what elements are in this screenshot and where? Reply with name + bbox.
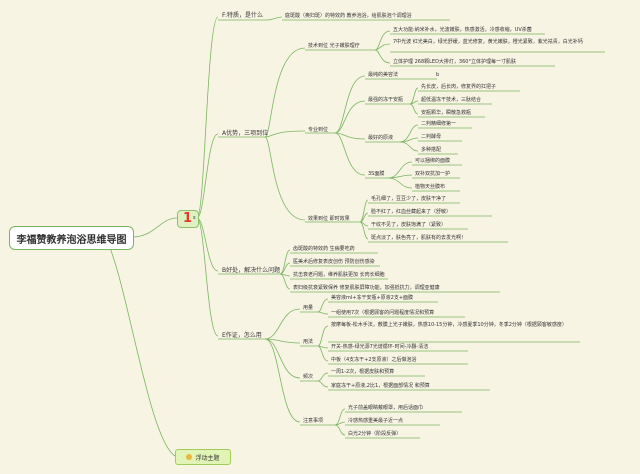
b-item-4[interactable]: 表妇级抗衰紧致保养 修复肌肤屏障功能，加强抵抗力，调理亚健康 — [293, 285, 440, 291]
pro-g2-label[interactable]: 最强的冻干安瓶 — [368, 97, 404, 103]
pro-g3-label[interactable]: 最好的原液 — [368, 135, 394, 141]
method-item-3[interactable]: 中板（4支冻干+2支原液）之后做泡浴 — [331, 357, 417, 363]
hub-suffix: s — [193, 215, 196, 221]
b-item-2[interactable]: 医美术后修复表皮创伤 预防创伤感染 — [293, 259, 375, 265]
freq-item-1[interactable]: 一周1-2次，根据皮肤和预算 — [331, 369, 395, 375]
pro-g1-label[interactable]: 最纯的美容法 — [368, 72, 399, 78]
freq-item-2[interactable]: 家庭冻干+原液,2比1，根据面部情况 和预算 — [331, 383, 430, 389]
floating-topic[interactable]: 浮动主题 — [175, 449, 231, 465]
pro-g2-item-3[interactable]: 安瓶颗华，瞬散急救瓶 — [421, 110, 472, 116]
branch-f-label[interactable]: F:特质，是什么 — [222, 12, 264, 19]
root-topic-label: 李福赞教养泡浴思维导图 — [16, 234, 127, 246]
pro-g2-item-1[interactable]: 先长皮，后长肉，修复界的扛把子 — [421, 84, 497, 90]
usage-item-1[interactable]: 美容液ml+冻干安瓶+原液2支+面膜 — [331, 295, 414, 301]
pro-g4-item-3[interactable]: 植物天丝膜布 — [415, 184, 446, 190]
pro-label[interactable]: 专业到位 — [308, 127, 329, 133]
effect-label[interactable]: 效果到位 即时效果 — [308, 216, 350, 222]
b-item-3[interactable]: 抗击衰老问题，维养肌肤更加 长肉长细胞 — [293, 272, 385, 278]
effect-item-3[interactable]: 干纹不见了，皮肤饱满了（紧致） — [371, 222, 447, 228]
hub-number: 1 — [183, 211, 193, 226]
pro-g4-item-1[interactable]: 可以捆绑的面膜 — [415, 158, 451, 164]
effect-item-4[interactable]: 斑点淡了，肤色亮了，肌肤有的去发光啊！ — [371, 235, 467, 241]
branch-f-child[interactable]: 庭斑酸（奥妇斑）的特效药 教养泡浴，给肌肤泡个调理浴 — [285, 13, 412, 19]
pro-g3-item-3[interactable]: 多种搭配 — [421, 147, 442, 153]
tech-item-1[interactable]: 五大功能:纳米补水，光波嫩肤，热感激活，冷感收缩，UV杀菌 — [393, 27, 532, 33]
effect-item-1[interactable]: 毛孔细了，豆豆少了，皮肤干净了 — [371, 196, 447, 202]
method-item-2[interactable]: 开关-热感-绿光源7光谱循环-时间-冷翻-清洁 — [331, 344, 429, 350]
notes-item-2[interactable]: 冷感热感重美最子近一点 — [348, 418, 404, 424]
topic-dot-icon — [186, 454, 193, 460]
freq-label[interactable]: 频次 — [303, 374, 314, 380]
tech-label[interactable]: 技术到位 光子嫩肤理疗 — [308, 43, 360, 49]
notes-label[interactable]: 注意事项 — [303, 418, 324, 424]
usage-label[interactable]: 用量 — [303, 305, 314, 311]
pro-g3-item-1[interactable]: 二判精细修第一 — [421, 121, 457, 127]
branch-e-label[interactable]: E作证，怎么用 — [222, 332, 262, 339]
branch-a-label[interactable]: A优势，三项到位 — [222, 130, 269, 137]
tech-item-3[interactable]: 立体护理 268颗LED大排灯，360°立体护理每一寸肌肤 — [393, 59, 516, 65]
notes-item-3[interactable]: 白光2分钟（阶段反弹） — [348, 431, 402, 437]
floating-topic-label: 浮动主题 — [195, 454, 220, 462]
method-label[interactable]: 用法 — [303, 339, 314, 345]
pro-g4-item-2[interactable]: 双补双抗加一护 — [415, 171, 451, 177]
hub-node[interactable]: 1 s — [177, 210, 199, 228]
pro-g4-label[interactable]: 3S面膜 — [368, 171, 385, 177]
tech-item-2[interactable]: 7中光波 红光美白，绿光舒缓，蓝光修复，黄光嫩肤，橙光紧致，紫光祛青，白光补钙 — [393, 39, 583, 45]
notes-item-1[interactable]: 光子前盖眼睛戴眼罩，用后话面巾 — [348, 405, 424, 411]
effect-item-2[interactable]: 脸不红了，红血丝藏起来了（舒敏） — [371, 209, 452, 215]
root-topic[interactable]: 李福赞教养泡浴思维导图 — [9, 226, 134, 250]
b-item-1[interactable]: 齿斑酸的特效药 生病要吃药 — [293, 246, 355, 252]
usage-item-2[interactable]: 一组使用7次（根据顾客的问题程度情况和预算 — [331, 310, 435, 316]
branch-b-label[interactable]: B好处，解决什么问题 — [222, 267, 281, 274]
pro-g1-item-1[interactable]: b — [436, 72, 440, 78]
pro-g3-item-2[interactable]: 二判酵母 — [421, 134, 442, 140]
pro-g2-item-2[interactable]: 超低温冻干技术，三肽结合 — [421, 97, 482, 103]
method-item-1[interactable]: 按摩每板-松木手法，敷膜上光子嫩肤，热感10-15分钟，冷感夏季10分钟，冬季2… — [331, 322, 567, 328]
